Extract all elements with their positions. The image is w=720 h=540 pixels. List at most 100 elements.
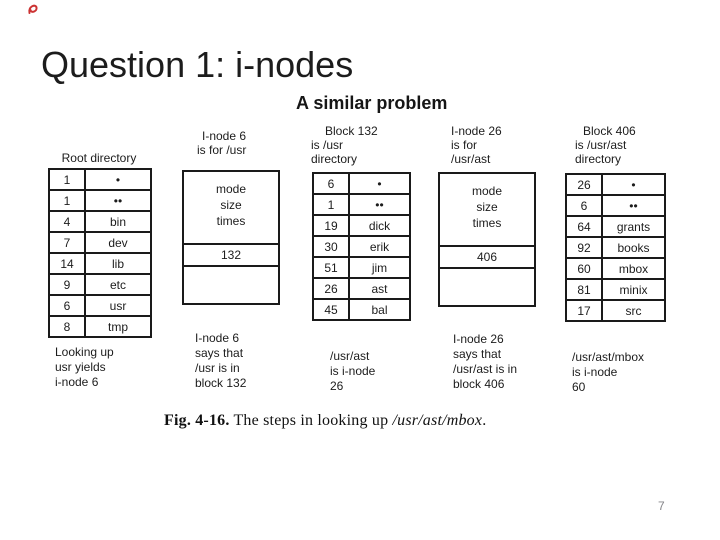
entry-name: etc	[109, 277, 126, 292]
entry-inode-number: 6	[567, 196, 603, 215]
directory-entry-row: 17 src	[567, 301, 664, 320]
text-line: block 406	[453, 377, 505, 391]
entry-name: books	[617, 240, 650, 255]
caption-path: /usr/ast/mbox	[392, 412, 483, 429]
entry-name: bin	[109, 214, 126, 229]
inode6-block-pointer: 132	[184, 245, 278, 267]
slide-title: Question 1: i-nodes	[41, 44, 354, 85]
directory-entry-row: 26 ast	[314, 279, 409, 300]
directory-entry-row: 6••	[567, 196, 664, 217]
entry-inode-number: 6	[314, 174, 350, 193]
text-line: I-node 26	[453, 332, 504, 346]
entry-inode-number: 1	[50, 191, 86, 210]
directory-entry-row: 14 lib	[50, 254, 150, 275]
entry-name: mbox	[618, 261, 649, 276]
text-line: is for /usr	[197, 143, 247, 157]
directory-entry-row: 30 erik	[314, 237, 409, 258]
text-line: times	[216, 214, 246, 228]
directory-entry-row: 64 grants	[567, 217, 664, 238]
text-line: is /usr	[311, 138, 344, 152]
entry-inode-number: 1	[50, 170, 86, 189]
entry-inode-number: 51	[314, 258, 350, 277]
directory-entry-row: 51 jim	[314, 258, 409, 279]
text-line: /usr/ast/mbox	[572, 350, 645, 364]
text-line: says that	[453, 347, 502, 361]
text-line: mode	[471, 184, 503, 198]
entry-inode-number: 30	[314, 237, 350, 256]
entry-name: minix	[619, 282, 648, 297]
text-line: /usr is in	[195, 361, 240, 375]
inode6-empty-area	[184, 267, 278, 303]
text-line: directory	[575, 152, 622, 166]
entry-inode-number: 7	[50, 233, 86, 252]
entry-name: jim	[371, 260, 388, 275]
entry-inode-number: 64	[567, 217, 603, 236]
entry-name: lib	[111, 256, 124, 271]
entry-inode-number: 19	[314, 216, 350, 235]
text-line: 26	[330, 379, 344, 393]
entry-inode-number: 26	[567, 175, 603, 194]
text-line: I-node 26	[451, 124, 502, 138]
text-line: directory	[311, 152, 358, 166]
figure-caption: Fig. 4-16. The steps in looking up /usr/…	[164, 412, 486, 430]
directory-entry-row: 9 etc	[50, 275, 150, 296]
entry-name: bal	[371, 302, 388, 317]
text-line: Block 406	[583, 124, 636, 138]
directory-entry-row: 1 ••	[50, 191, 150, 212]
entry-inode-number: 45	[314, 300, 350, 319]
caption-text: The steps in looking up	[229, 412, 393, 429]
text-line: /usr/ast	[330, 349, 370, 363]
entry-name: ••	[113, 193, 123, 208]
text-line: /usr/ast is in	[453, 362, 518, 376]
text-line: Block 132	[325, 124, 378, 138]
entry-inode-number: 60	[567, 259, 603, 278]
entry-inode-number: 6	[50, 296, 86, 315]
inode26-empty-area	[440, 269, 534, 305]
entry-name: tmp	[107, 319, 128, 334]
directory-entry-row: 8 tmp	[50, 317, 150, 336]
text-line: size	[476, 200, 498, 214]
directory-entry-row: 45 bal	[314, 300, 409, 319]
text-line: usr yields	[55, 360, 106, 374]
directory-entry-row: 26 •	[567, 175, 664, 196]
directory-entry-row: 1••	[314, 195, 409, 216]
directory-entry-row: 19 dick	[314, 216, 409, 237]
entry-name: dick	[368, 218, 391, 233]
entry-inode-number: 14	[50, 254, 86, 273]
entry-inode-number: 9	[50, 275, 86, 294]
entry-inode-number: 81	[567, 280, 603, 299]
entry-name: •	[631, 177, 636, 192]
entry-inode-number: 17	[567, 301, 603, 320]
directory-entry-row: 6 usr	[50, 296, 150, 317]
caption-period: .	[482, 412, 487, 429]
entry-name: erik	[369, 239, 390, 254]
entry-name: src	[625, 303, 642, 318]
page-number: 7	[658, 499, 665, 513]
entry-name: ast	[371, 281, 388, 296]
entry-name: usr	[109, 298, 127, 313]
text-line: i-node 6	[55, 375, 99, 389]
entry-inode-number: 8	[50, 317, 86, 336]
directory-entry-row: 81 minix	[567, 280, 664, 301]
entry-inode-number: 26	[314, 279, 350, 298]
text-line: I-node 6	[202, 129, 247, 143]
text-line: says that	[195, 346, 244, 360]
entry-name: grants	[616, 219, 651, 234]
red-pen-mark-icon	[28, 4, 38, 14]
text-line: is i-node	[330, 364, 376, 378]
